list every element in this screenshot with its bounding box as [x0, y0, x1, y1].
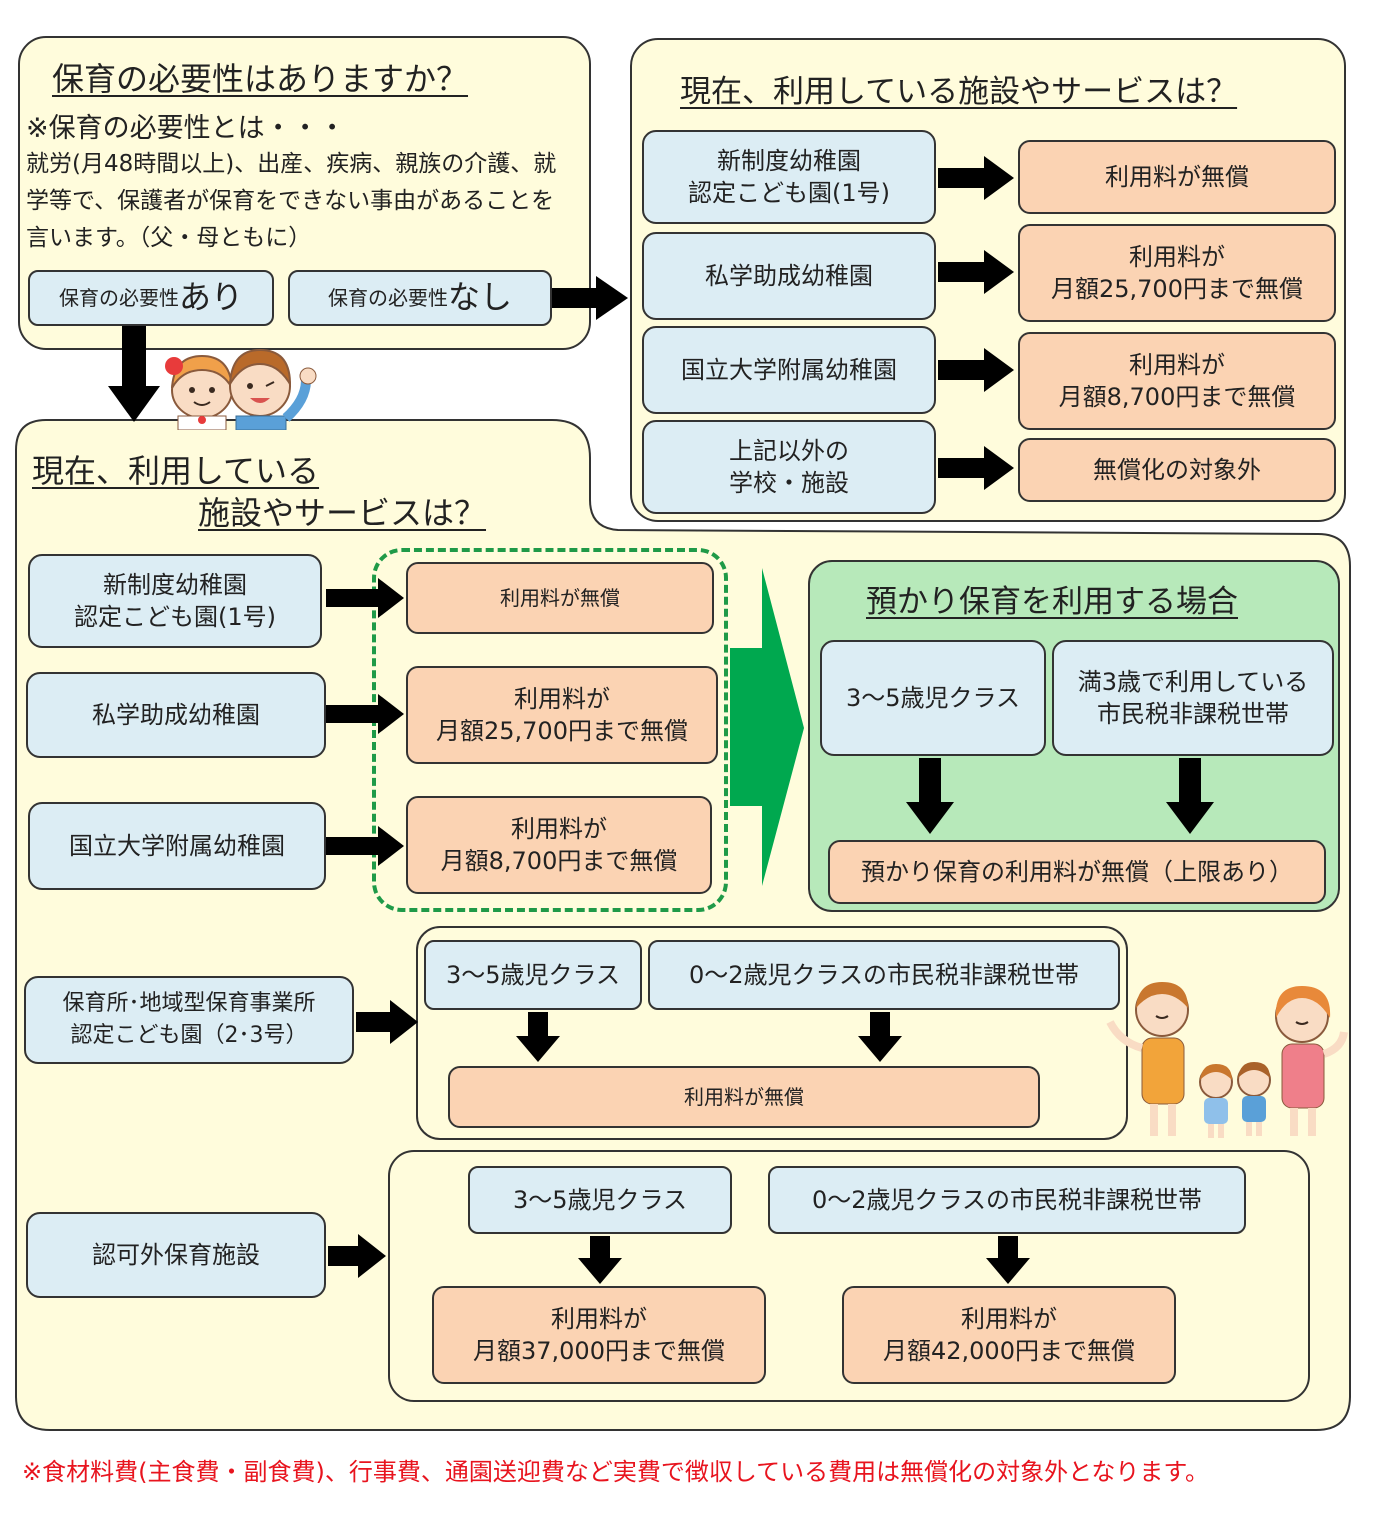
- right-result-2: 利用料が 月額25,700円まで無償: [1018, 224, 1336, 322]
- right-facility-3: 国立大学附属幼稚園: [642, 326, 936, 414]
- right-facility-4-line1: 上記以外の: [729, 436, 849, 465]
- need-yes-prefix: 保育の必要性: [58, 285, 179, 310]
- kinder-facility-3: 国立大学附属幼稚園: [28, 802, 326, 890]
- kinder-facility-1-line1: 新制度幼稚園: [103, 570, 247, 599]
- kinder-result-2-line1: 利用料が: [514, 684, 610, 713]
- nursery-class-b: 0～2歳児クラスの市民税非課税世帯: [648, 940, 1120, 1010]
- kinder-result-1-label: 利用料が無償: [500, 585, 620, 610]
- kinder-result-1: 利用料が無償: [406, 562, 714, 634]
- azukari-class-b-line1: 満3歳で利用している: [1077, 667, 1309, 696]
- nursery-facility-line1: 保育所･地域型保育事業所: [62, 991, 316, 1017]
- nursery-class-a: 3～5歳児クラス: [424, 940, 642, 1010]
- unlicensed-result-a-line1: 利用料が: [551, 1304, 647, 1333]
- nursery-result-label: 利用料が無償: [684, 1084, 804, 1109]
- boy-icon: [229, 348, 317, 430]
- nursery-facility-line2: 認定こども園（2･3号）: [70, 1023, 308, 1048]
- right-facility-1-line1: 新制度幼稚園: [717, 146, 861, 175]
- azukari-class-a-label: 3～5歳児クラス: [845, 683, 1021, 712]
- nursery-class-a-label: 3～5歳児クラス: [445, 960, 621, 989]
- right-panel-title: 現在、利用している施設やサービスは？: [680, 74, 1238, 110]
- right-facility-4-line2: 学校・施設: [729, 469, 849, 497]
- azukari-result: 預かり保育の利用料が無償（上限あり）: [828, 840, 1326, 904]
- unlicensed-result-b-line1: 利用料が: [961, 1304, 1057, 1333]
- need-yes-word: あり: [178, 278, 243, 317]
- unlicensed-result-a: 利用料が 月額37,000円まで無償: [432, 1286, 766, 1384]
- unlicensed-class-b-label: 0～2歳児クラスの市民税非課税世帯: [811, 1185, 1203, 1214]
- two-children-illustration: [165, 348, 317, 430]
- right-result-3-line2: 月額8,700円まで無償: [1058, 383, 1296, 411]
- need-no-word: なし: [447, 278, 512, 317]
- need-note-heading: ※保育の必要性とは・・・: [26, 113, 346, 144]
- unlicensed-class-b: 0～2歳児クラスの市民税非課税世帯: [768, 1166, 1246, 1234]
- right-result-4-label: 無償化の対象外: [1093, 455, 1261, 484]
- unlicensed-class-a-label: 3～5歳児クラス: [512, 1185, 688, 1214]
- nursery-class-b-label: 0～2歳児クラスの市民税非課税世帯: [688, 960, 1080, 989]
- kinder-results-group: [372, 548, 728, 912]
- need-title: 保育の必要性はありますか？: [52, 60, 469, 98]
- kinder-result-2-line2: 月額25,700円まで無償: [436, 717, 688, 745]
- child-icon: [1237, 1062, 1271, 1136]
- unlicensed-facility: 認可外保育施設: [26, 1212, 326, 1298]
- main-title-line2: 施設やサービスは？: [198, 494, 487, 532]
- azukari-title: 預かり保育を利用する場合: [866, 584, 1238, 620]
- main-title-line1: 現在、利用している: [32, 452, 320, 490]
- right-result-1-label: 利用料が無償: [1105, 162, 1249, 191]
- kinder-result-3: 利用料が 月額8,700円まで無償: [406, 796, 712, 894]
- unlicensed-result-a-line2: 月額37,000円まで無償: [473, 1337, 725, 1365]
- azukari-class-b: 満3歳で利用している 市民税非課税世帯: [1052, 640, 1334, 756]
- right-result-3-line1: 利用料が: [1129, 350, 1225, 379]
- family-illustration: [1106, 982, 1348, 1138]
- nursery-facility: 保育所･地域型保育事業所 認定こども園（2･3号）: [24, 976, 354, 1064]
- unlicensed-result-b: 利用料が 月額42,000円まで無償: [842, 1286, 1176, 1384]
- kinder-facility-3-label: 国立大学附属幼稚園: [69, 831, 285, 860]
- need-note-body: 就労(月48時間以上)、出産、疾病、親族の介護、就学等で、保護者が保育をできない…: [26, 151, 557, 251]
- kinder-result-3-line2: 月額8,700円まで無償: [440, 847, 678, 875]
- right-facility-1: 新制度幼稚園 認定こども園(1号): [642, 130, 936, 224]
- kinder-facility-2-label: 私学助成幼稚園: [92, 700, 260, 729]
- kinder-result-2: 利用料が 月額25,700円まで無償: [406, 666, 718, 764]
- right-result-2-line1: 利用料が: [1129, 242, 1225, 271]
- right-result-3: 利用料が 月額8,700円まで無償: [1018, 332, 1336, 430]
- azukari-result-label: 預かり保育の利用料が無償（上限あり）: [861, 857, 1293, 886]
- right-result-4: 無償化の対象外: [1018, 438, 1336, 502]
- unlicensed-result-b-line2: 月額42,000円まで無償: [883, 1337, 1135, 1365]
- right-facility-2-label: 私学助成幼稚園: [705, 261, 873, 290]
- mother-icon: [1106, 982, 1189, 1136]
- child-icon: [1199, 1064, 1233, 1138]
- right-facility-4: 上記以外の 学校・施設: [642, 420, 936, 514]
- need-yes-button[interactable]: 保育の必要性あり: [28, 270, 274, 326]
- unlicensed-class-a: 3～5歳児クラス: [468, 1166, 732, 1234]
- right-result-1: 利用料が無償: [1018, 140, 1336, 214]
- footnote: ※食材料費(主食費・副食費)、行事費、通園送迎費など実費で徴収している費用は無償…: [22, 1458, 1209, 1486]
- kinder-facility-1: 新制度幼稚園 認定こども園(1号): [28, 554, 322, 648]
- azukari-class-a: 3～5歳児クラス: [820, 640, 1046, 756]
- kinder-result-3-line1: 利用料が: [511, 814, 607, 843]
- kinder-facility-2: 私学助成幼稚園: [26, 672, 326, 758]
- right-facility-3-label: 国立大学附属幼稚園: [681, 355, 897, 384]
- mother-icon: [1275, 986, 1348, 1136]
- kinder-facility-1-line2: 認定こども園(1号): [74, 603, 276, 631]
- unlicensed-facility-label: 認可外保育施設: [92, 1240, 260, 1269]
- azukari-class-b-line2: 市民税非課税世帯: [1097, 700, 1289, 728]
- right-facility-1-line2: 認定こども園(1号): [688, 179, 890, 207]
- right-facility-2: 私学助成幼稚園: [642, 232, 936, 320]
- need-no-button[interactable]: 保育の必要性なし: [288, 270, 552, 326]
- need-no-prefix: 保育の必要性: [327, 285, 448, 310]
- right-result-2-line2: 月額25,700円まで無償: [1051, 275, 1303, 303]
- girl-icon: [165, 354, 233, 430]
- nursery-result: 利用料が無償: [448, 1066, 1040, 1128]
